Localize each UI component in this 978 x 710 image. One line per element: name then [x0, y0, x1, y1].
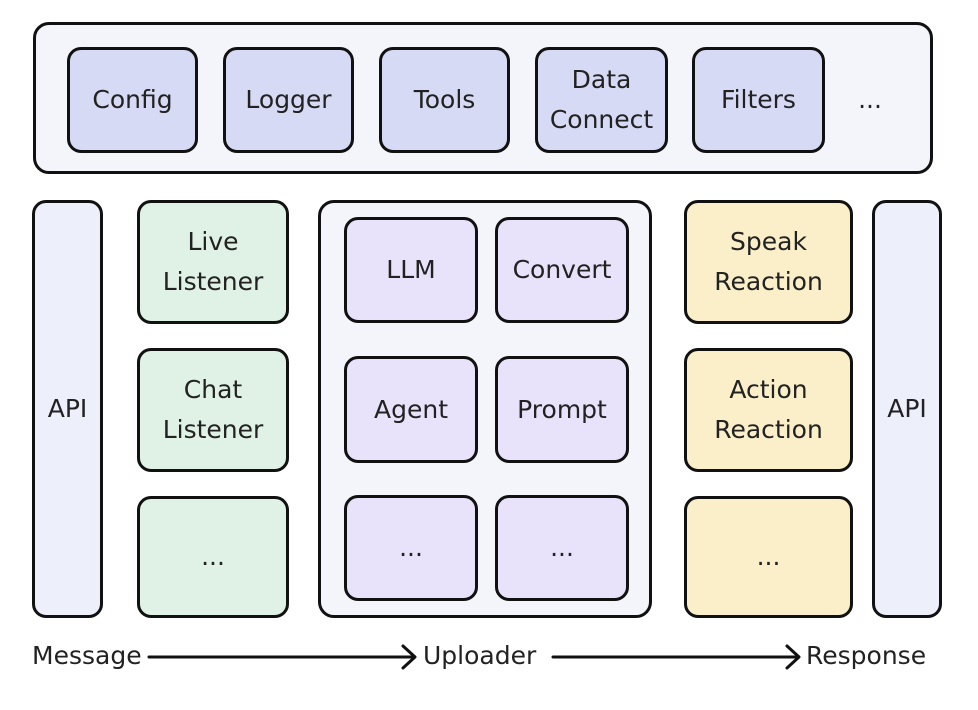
llm-module: LLM — [344, 217, 478, 323]
arrow-message-to-uploader — [147, 644, 417, 670]
more-module-right: ... — [495, 495, 629, 601]
toolbar-more-label: ... — [858, 85, 882, 114]
action-reaction: Action Reaction — [684, 348, 853, 472]
filters-module: Filters — [692, 47, 825, 153]
logger-label: Logger — [245, 85, 332, 114]
data-connect-label: Data Connect — [549, 65, 654, 134]
right-api-label: API — [887, 394, 927, 423]
action-reaction-label: Action Reaction — [714, 375, 823, 444]
right-api: API — [872, 200, 942, 618]
toolbar-more: ... — [840, 80, 900, 120]
more-reactions: ... — [684, 496, 853, 618]
live-listener: Live Listener — [137, 200, 289, 324]
arrow-uploader-to-response — [551, 644, 801, 670]
chat-listener-label: Chat Listener — [162, 375, 264, 444]
live-listener-label: Live Listener — [162, 227, 264, 296]
logger-module: Logger — [223, 47, 354, 153]
convert-label: Convert — [512, 255, 612, 284]
speak-reaction: Speak Reaction — [684, 200, 853, 324]
speak-reaction-label: Speak Reaction — [714, 227, 823, 296]
data-connect-module: Data Connect — [535, 47, 668, 153]
filters-label: Filters — [721, 85, 796, 114]
tools-module: Tools — [379, 47, 510, 153]
config-module: Config — [67, 47, 198, 153]
left-api-label: API — [47, 394, 88, 423]
flow-response-label: Response — [806, 641, 927, 670]
more-module-left: ... — [344, 495, 478, 601]
flow-message-label: Message — [32, 641, 142, 670]
more-module-left-label: ... — [399, 533, 423, 562]
more-module-right-label: ... — [550, 533, 574, 562]
more-listeners: ... — [137, 496, 289, 618]
flow-uploader-label: Uploader — [423, 641, 537, 670]
tools-label: Tools — [413, 85, 476, 114]
more-listeners-label: ... — [201, 542, 225, 571]
prompt-label: Prompt — [517, 394, 607, 424]
prompt-module: Prompt — [495, 356, 629, 463]
agent-label: Agent — [374, 394, 448, 424]
chat-listener: Chat Listener — [137, 348, 289, 472]
left-api: API — [32, 200, 103, 618]
config-label: Config — [92, 85, 173, 114]
more-reactions-label: ... — [756, 542, 781, 571]
convert-module: Convert — [495, 217, 629, 323]
llm-label: LLM — [386, 255, 436, 284]
agent-module: Agent — [344, 356, 478, 463]
